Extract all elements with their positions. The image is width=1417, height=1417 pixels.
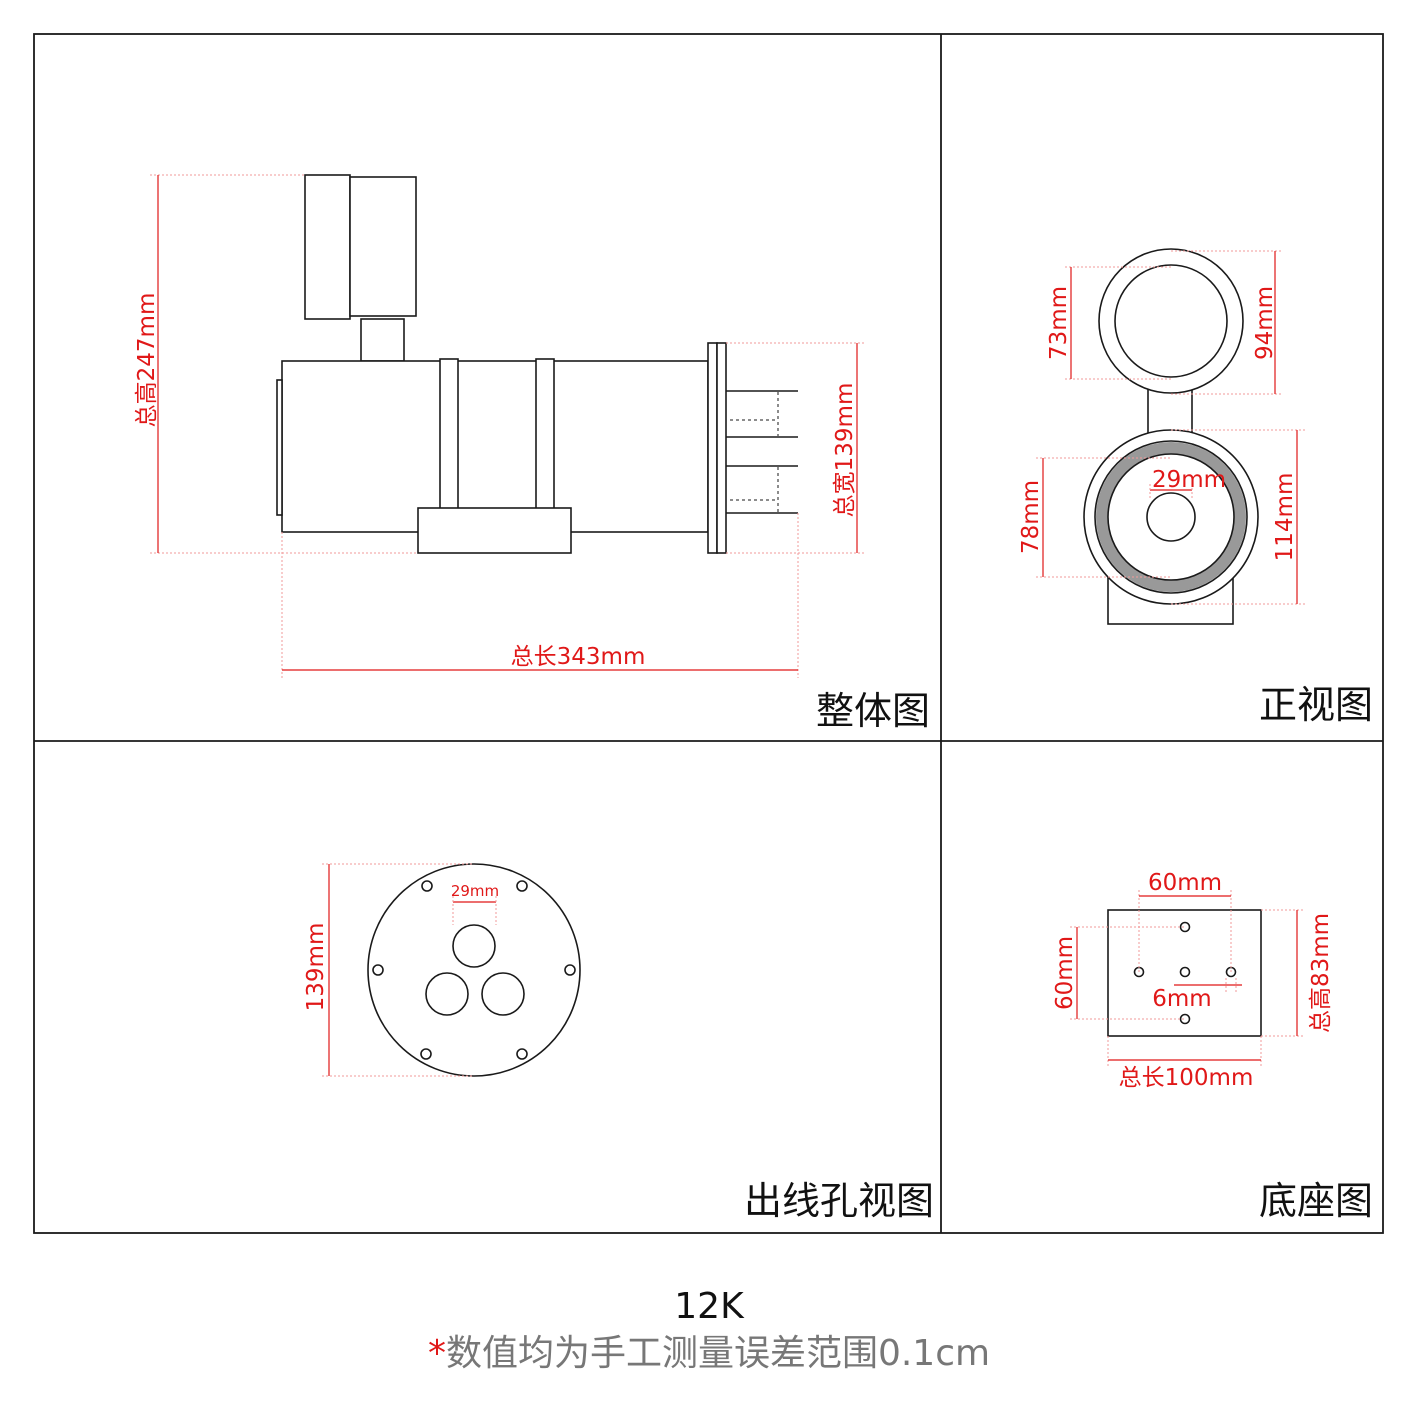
note-text: 数值均为手工测量误差范围0.1cm (446, 1333, 990, 1374)
overall-length-label: 总长343mm (511, 644, 646, 670)
overall-height-label: 总高247mm (134, 293, 160, 428)
overall-view-drawing (276, 174, 798, 554)
front-dim-78: 78mm (1018, 480, 1044, 554)
outlet-view-dimensions (322, 863, 497, 1077)
panel-title-front: 正视图 (1259, 683, 1373, 727)
front-dim-73: 73mm (1046, 286, 1072, 360)
panel-title-overall: 整体图 (816, 689, 930, 733)
base-view-dimensions (1070, 890, 1305, 1066)
base-length-label: 总长100mm (1119, 1065, 1254, 1091)
overall-view-dimensions (150, 174, 865, 678)
measurement-note: *数值均为手工测量误差范围0.1cm (428, 1333, 990, 1374)
front-dim-114: 114mm (1272, 473, 1298, 562)
panel-title-outlet: 出线孔视图 (744, 1179, 934, 1223)
front-dim-94: 94mm (1252, 286, 1278, 360)
note-star: * (428, 1333, 446, 1374)
outlet-dim-29: 29mm (451, 882, 499, 900)
base-dim-60-left: 60mm (1052, 936, 1078, 1010)
front-view-drawing (1083, 248, 1259, 625)
base-view-drawing (1107, 909, 1262, 1037)
front-view-dimensions (1036, 250, 1305, 605)
base-dim-6: 6mm (1152, 986, 1211, 1012)
front-dim-29: 29mm (1152, 467, 1226, 493)
base-height-label: 总高83mm (1308, 913, 1334, 1033)
outlet-dim-139: 139mm (303, 923, 329, 1012)
outlet-view-drawing (367, 863, 581, 1077)
model-label: 12K (674, 1286, 745, 1327)
overall-width-label: 总宽139mm (832, 383, 858, 518)
panel-title-base: 底座图 (1259, 1179, 1373, 1223)
base-dim-60-top: 60mm (1148, 870, 1222, 896)
panel-frame (33, 33, 1384, 1234)
